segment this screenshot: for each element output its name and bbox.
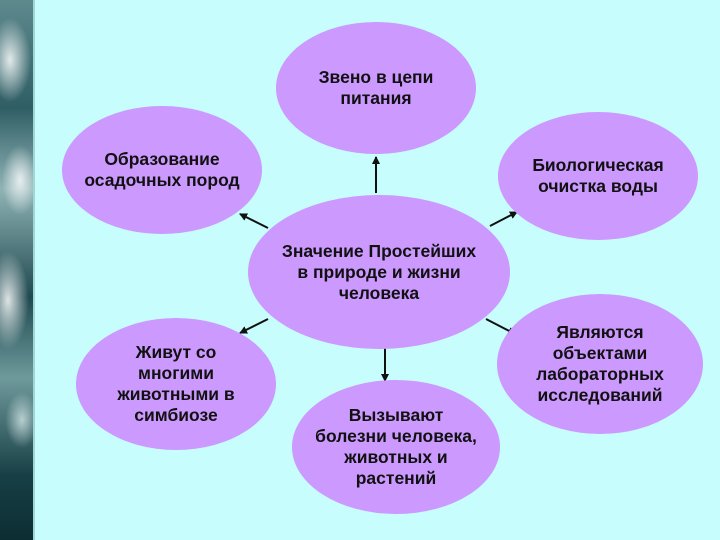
node-lower-right: Являются объектами лабораторных исследов… [497,294,703,434]
node-lower-left: Живут со многими животными в симбиозе [76,318,276,450]
arrow-to-lower-left [239,318,269,334]
arrow-to-upper-right [489,211,518,227]
node-upper-right: Биологическая очистка воды [498,112,698,240]
node-center: Значение Простейших в природе и жизни че… [248,195,510,349]
node-bottom: Вызывают болезни человека, животных и ра… [292,380,500,514]
decorative-wave-image [0,0,33,540]
strip-edge-divider [33,0,35,540]
node-top: Звено в цепи питания [276,22,476,154]
node-upper-left: Образование осадочных пород [62,106,262,234]
arrow-to-upper-left [239,213,269,229]
